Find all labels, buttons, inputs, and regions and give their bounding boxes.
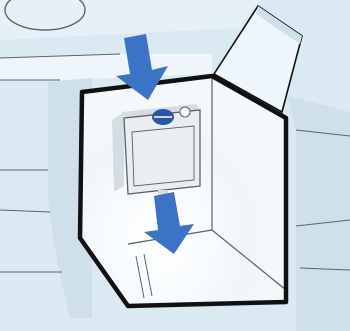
dial-button xyxy=(180,107,190,117)
cabinet-right-panel xyxy=(288,96,350,331)
module-side xyxy=(112,112,124,192)
